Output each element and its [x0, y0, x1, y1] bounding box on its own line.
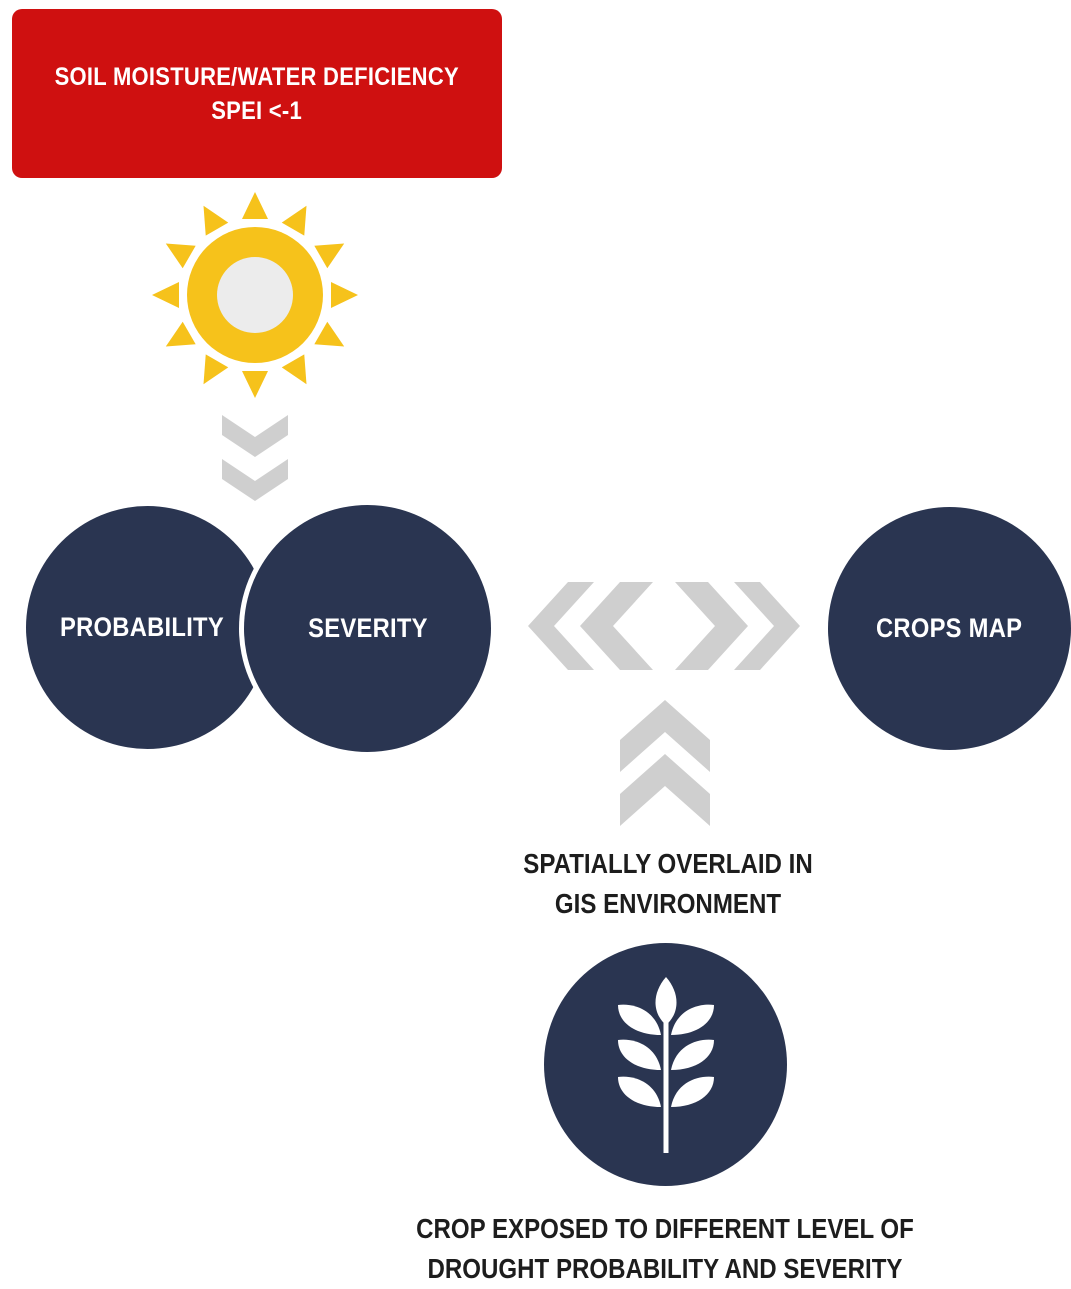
overlay-caption: SPATIALLY OVERLAID IN GIS ENVIRONMENT	[496, 844, 840, 924]
crops-map-label: CROPS MAP	[876, 613, 1023, 643]
result-caption-line2: DROUGHT PROBABILITY AND SEVERITY	[427, 1253, 903, 1284]
severity-node: SEVERITY	[244, 505, 491, 752]
chevron-right-icon	[675, 582, 800, 670]
crop-exposure-node	[544, 943, 787, 1186]
probability-label: PROBABILITY	[60, 612, 224, 642]
soil-moisture-title: SOIL MOISTURE/WATER DEFICIENCY	[54, 62, 460, 91]
wheat-icon	[617, 976, 714, 1153]
crops-map-node: CROPS MAP	[828, 507, 1071, 750]
sun-icon	[152, 192, 358, 398]
soil-moisture-box: SOIL MOISTURE/WATER DEFICIENCY SPEI <-1	[12, 9, 502, 178]
overlay-caption-line2: GIS ENVIRONMENT	[554, 888, 782, 919]
probability-node: PROBABILITY	[26, 506, 269, 749]
chevron-left-icon	[528, 582, 653, 670]
chevron-up-icon	[620, 700, 710, 826]
chevron-down-icon	[222, 415, 288, 501]
result-caption: CROP EXPOSED TO DIFFERENT LEVEL OF DROUG…	[407, 1209, 923, 1289]
spei-threshold: SPEI <-1	[211, 96, 303, 125]
overlay-caption-line1: SPATIALLY OVERLAID IN	[523, 848, 813, 879]
result-caption-line1: CROP EXPOSED TO DIFFERENT LEVEL OF	[416, 1213, 914, 1244]
severity-label: SEVERITY	[307, 613, 428, 643]
